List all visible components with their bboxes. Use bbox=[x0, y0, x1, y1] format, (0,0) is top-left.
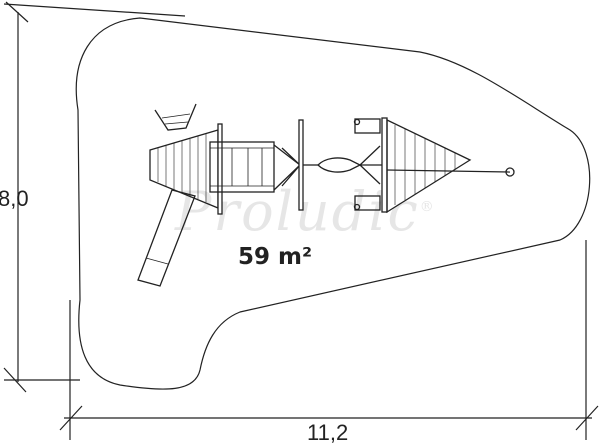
safety-zone-outline bbox=[75, 17, 591, 390]
bridge bbox=[209, 141, 275, 193]
area-label: 59 m² bbox=[238, 244, 313, 270]
depth-label: 8,0 bbox=[0, 186, 29, 211]
ship-wheel bbox=[298, 119, 304, 211]
ladder bbox=[154, 103, 197, 131]
tower-platform bbox=[149, 129, 219, 209]
watermark-logo: Proludic® bbox=[175, 180, 436, 243]
ship-deck bbox=[381, 117, 388, 213]
bowsprit-end bbox=[505, 167, 515, 177]
width-label: 11,2 bbox=[307, 420, 349, 445]
play-structure bbox=[137, 103, 515, 287]
bow-ornament bbox=[317, 157, 362, 173]
slide bbox=[137, 189, 196, 287]
ship-bow bbox=[386, 118, 472, 214]
